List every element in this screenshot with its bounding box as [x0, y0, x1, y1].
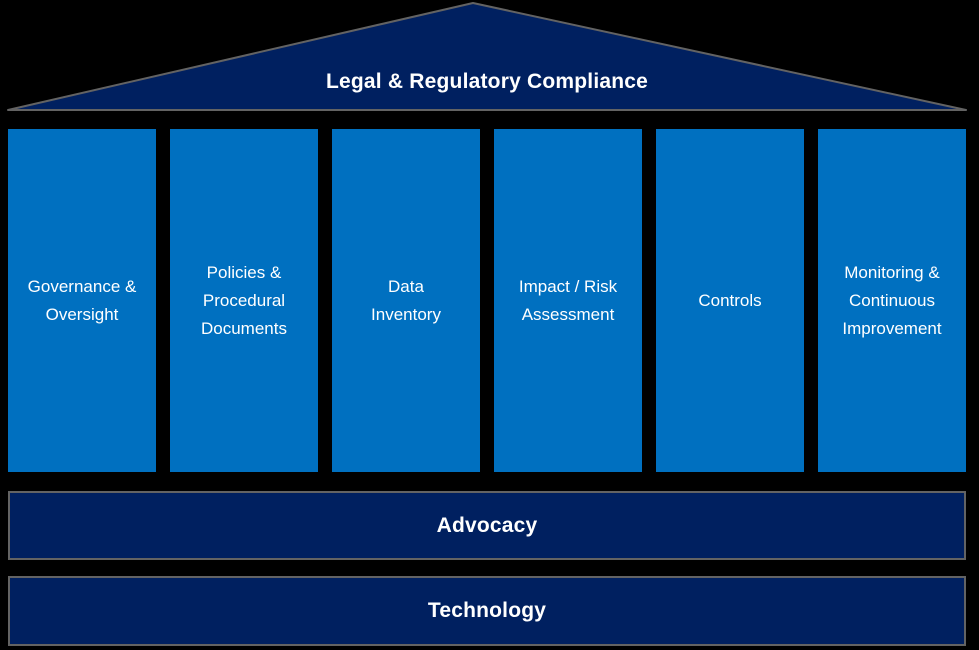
pillar-label: Policies & Procedural Documents [201, 262, 287, 338]
pillar-policies-procedural-documents: Policies & Procedural Documents [170, 129, 318, 472]
pillar-label: Data Inventory [371, 276, 441, 324]
pillar-monitoring-continuous-improvement: Monitoring & Continuous Improvement [818, 129, 966, 472]
pillars-row: Governance & Oversight Policies & Proced… [8, 129, 966, 472]
technology-bar: Technology [8, 576, 966, 646]
pillar-impact-risk-assessment: Impact / Risk Assessment [494, 129, 642, 472]
pillar-label: Impact / Risk Assessment [518, 276, 618, 324]
pillar-controls: Controls [656, 129, 804, 472]
roof-triangle [7, 2, 967, 111]
pillar-label: Governance & Oversight [27, 276, 137, 324]
roof-title: Legal & Regulatory Compliance [325, 70, 649, 93]
advocacy-bar: Advocacy [8, 491, 966, 560]
pillar-data-inventory: Data Inventory [332, 129, 480, 472]
pillar-label: Monitoring & Continuous Improvement [842, 262, 942, 338]
pillar-label: Controls [698, 290, 762, 310]
technology-label: Technology [427, 599, 547, 622]
advocacy-label: Advocacy [436, 513, 538, 537]
pillar-governance-oversight: Governance & Oversight [8, 129, 156, 472]
roof-section: Legal & Regulatory Compliance [0, 0, 979, 115]
